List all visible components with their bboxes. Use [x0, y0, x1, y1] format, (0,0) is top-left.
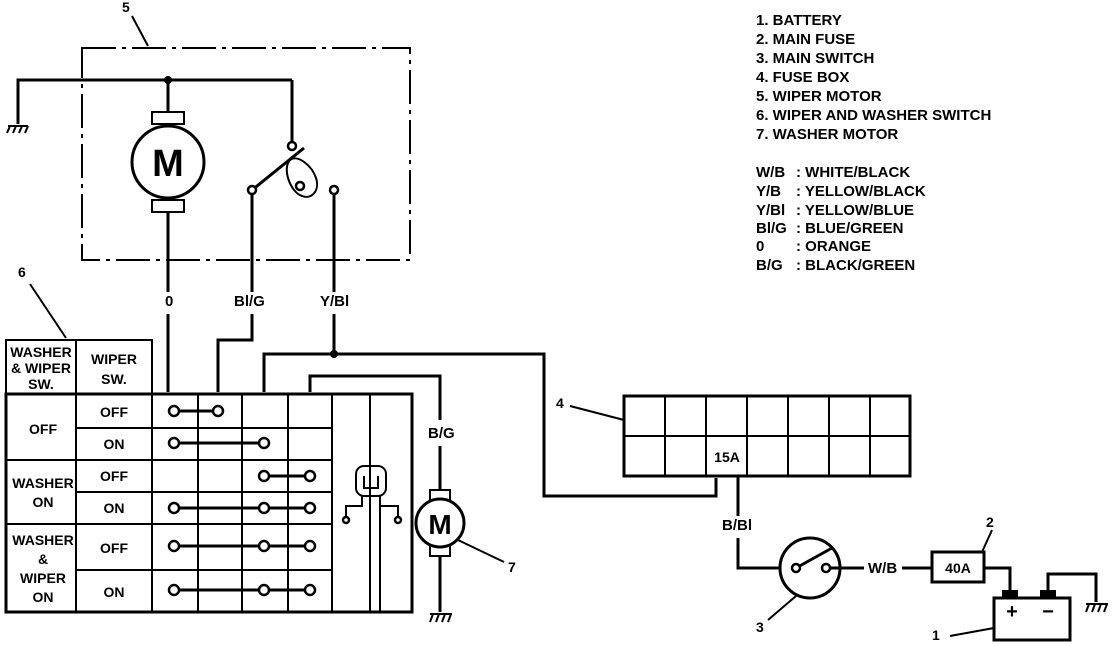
- wire-color-name: : WHITE/BLACK: [796, 164, 910, 181]
- legend-item: 5. WIPER MOTOR: [756, 88, 882, 105]
- leader-line: [981, 529, 993, 553]
- main-switch: 3: [756, 536, 842, 635]
- svg-text:M: M: [428, 509, 451, 540]
- callout-6: 6: [18, 264, 26, 280]
- park-switch-icon: [246, 140, 340, 198]
- wire-color-name: : YELLOW/BLUE: [796, 202, 914, 219]
- callout-7: 7: [508, 559, 516, 575]
- callout-1: 1: [932, 627, 940, 643]
- ground-icon: [1085, 603, 1108, 613]
- legend-item: 7. WASHER MOTOR: [756, 126, 898, 143]
- switch-internal-relay-icon: [341, 465, 403, 612]
- wire-bg: [308, 374, 442, 420]
- callout-5: 5: [122, 0, 130, 15]
- battery-minus: −: [1042, 601, 1054, 623]
- contact-connection: [167, 501, 317, 515]
- fuse-box: 4 15A: [556, 394, 912, 478]
- contact-connection: [167, 583, 317, 597]
- header-text: WIPER: [91, 351, 137, 367]
- battery-icon: [992, 596, 1072, 642]
- group-label: ON: [33, 589, 54, 605]
- wire-label-blg: Bl/G: [234, 293, 265, 310]
- row-label: ON: [104, 500, 125, 516]
- row-label: ON: [104, 436, 125, 452]
- ground-wire: [16, 78, 168, 124]
- contact-connection: [167, 539, 317, 553]
- row-label: ON: [104, 584, 125, 600]
- table-body: [4, 392, 414, 614]
- wire-code: W/B: [756, 164, 785, 181]
- wire-battery-positive: [984, 566, 1012, 592]
- header-text: SW.: [28, 376, 54, 392]
- junction-dot: [330, 350, 338, 358]
- group-label: WIPER: [20, 570, 66, 586]
- legend-item: 1. BATTERY: [756, 12, 842, 29]
- wire-color-name: : BLUE/GREEN: [796, 220, 904, 237]
- leader-line: [29, 283, 67, 339]
- header-text: WASHER: [10, 344, 71, 360]
- wiper-motor-assembly: 5 M: [6, 0, 411, 292]
- wire-color-name: : ORANGE: [796, 238, 871, 255]
- leader-line: [131, 15, 149, 47]
- wire-color-name: : BLACK/GREEN: [796, 257, 915, 274]
- svg-text:M: M: [152, 143, 184, 185]
- legend-item: 4. FUSE BOX: [756, 69, 849, 86]
- wire-blg: [216, 314, 254, 392]
- wiper-motor-boundary: [81, 47, 411, 261]
- wire-label-wb: W/B: [868, 560, 897, 577]
- row-label: OFF: [100, 468, 128, 484]
- leader-line: [949, 627, 995, 637]
- row-label: OFF: [100, 540, 128, 556]
- ground-icon: [429, 613, 452, 623]
- group-label: OFF: [29, 421, 57, 437]
- group-label: WASHER: [12, 532, 73, 548]
- wiper-washer-switch: 6 WASHER & WIPER SW. WIPER SW. OFF WASHE…: [4, 264, 414, 614]
- legend-item: 2. MAIN FUSE: [756, 31, 855, 48]
- battery-plus: +: [1006, 601, 1018, 623]
- wire-label-o: 0: [165, 293, 173, 310]
- callout-4: 4: [556, 395, 564, 411]
- wiper-motor-icon: M: [130, 111, 206, 213]
- wire-code: 0: [756, 238, 764, 255]
- main-fuse: 40A 2: [930, 514, 994, 584]
- group-label: ON: [33, 494, 54, 510]
- wire-code: B/G: [756, 257, 783, 274]
- leader-line: [569, 405, 625, 421]
- leader-line: [457, 539, 505, 563]
- wire-bbl: [736, 538, 796, 570]
- washer-motor-icon: M: [414, 489, 466, 557]
- callout-3: 3: [756, 619, 764, 635]
- ground-wire: [1046, 572, 1098, 602]
- legend-item: 3. MAIN SWITCH: [756, 50, 874, 67]
- main-fuse-label: 40A: [945, 560, 971, 576]
- legend-item: 6. WIPER AND WASHER SWITCH: [756, 107, 991, 124]
- legend: 1. BATTERY 2. MAIN FUSE 3. MAIN SWITCH 4…: [756, 12, 991, 274]
- wire-label-bbl: B/Bl: [722, 517, 752, 534]
- wire-code: Y/B: [756, 183, 781, 200]
- contact-connection: [167, 436, 271, 450]
- washer-motor-assembly: B/G M 7: [414, 425, 516, 623]
- wire-code: Y/Bl: [756, 202, 785, 219]
- wire-label-bg: B/G: [428, 425, 455, 442]
- row-label: OFF: [100, 404, 128, 420]
- contact-connection: [167, 404, 225, 418]
- fuse-15a-label: 15A: [714, 449, 740, 465]
- header-text: & WIPER: [11, 360, 71, 376]
- ground-icon: [6, 125, 29, 134]
- group-label: WASHER: [12, 475, 73, 491]
- battery: + − 1: [932, 590, 1072, 643]
- header-text: SW.: [101, 371, 127, 387]
- wire-label-ybl: Y/Bl: [320, 293, 349, 310]
- group-label: &: [38, 551, 48, 567]
- leader-line: [767, 595, 797, 621]
- wire-color-name: : YELLOW/BLACK: [796, 183, 926, 200]
- contact-connection: [257, 469, 317, 483]
- wire-code: Bl/G: [756, 220, 787, 237]
- callout-2: 2: [986, 514, 994, 530]
- wire-ybl-to-fuse-box: [262, 352, 718, 498]
